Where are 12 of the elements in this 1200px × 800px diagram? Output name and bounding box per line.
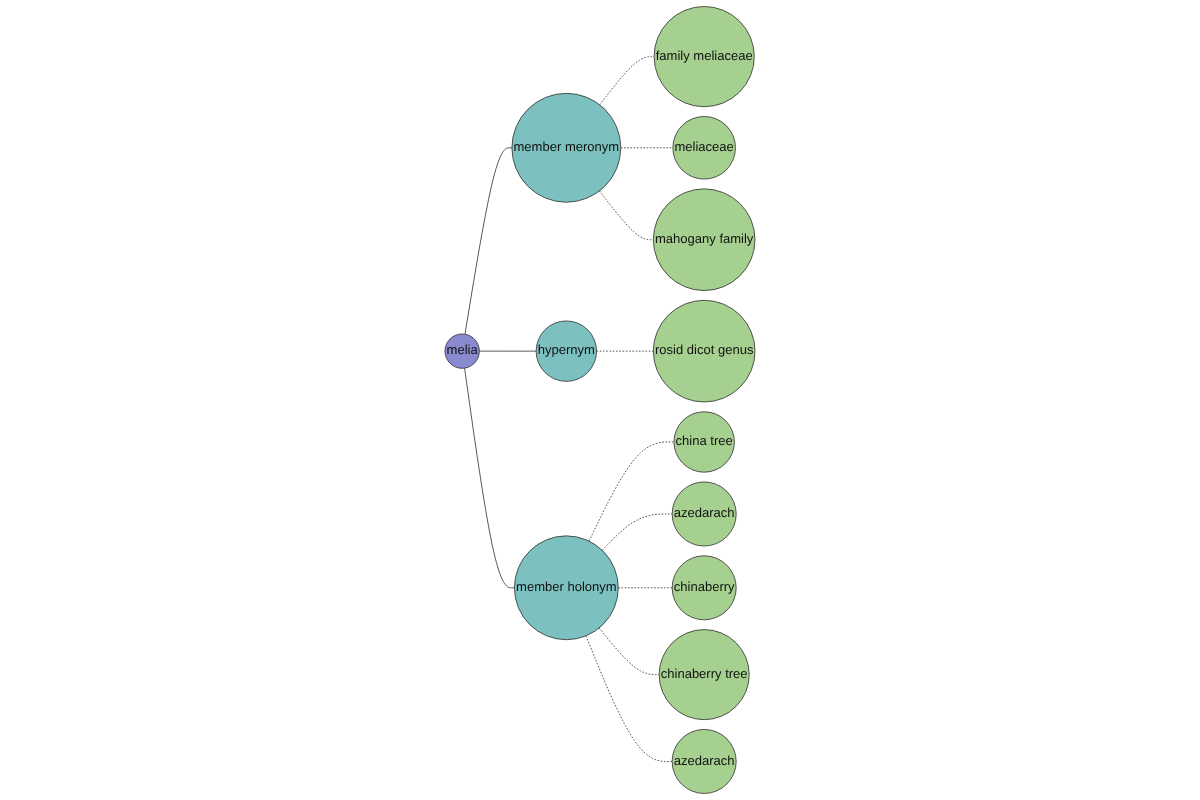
connector — [588, 441, 675, 542]
connector — [601, 513, 673, 551]
connector — [464, 367, 515, 589]
connector — [598, 627, 660, 676]
connector — [599, 190, 654, 241]
connector — [596, 350, 654, 352]
connector — [585, 635, 673, 762]
connector — [620, 147, 674, 149]
connector — [617, 587, 673, 589]
connector — [478, 350, 537, 352]
connector — [464, 147, 513, 335]
connector — [599, 56, 655, 106]
